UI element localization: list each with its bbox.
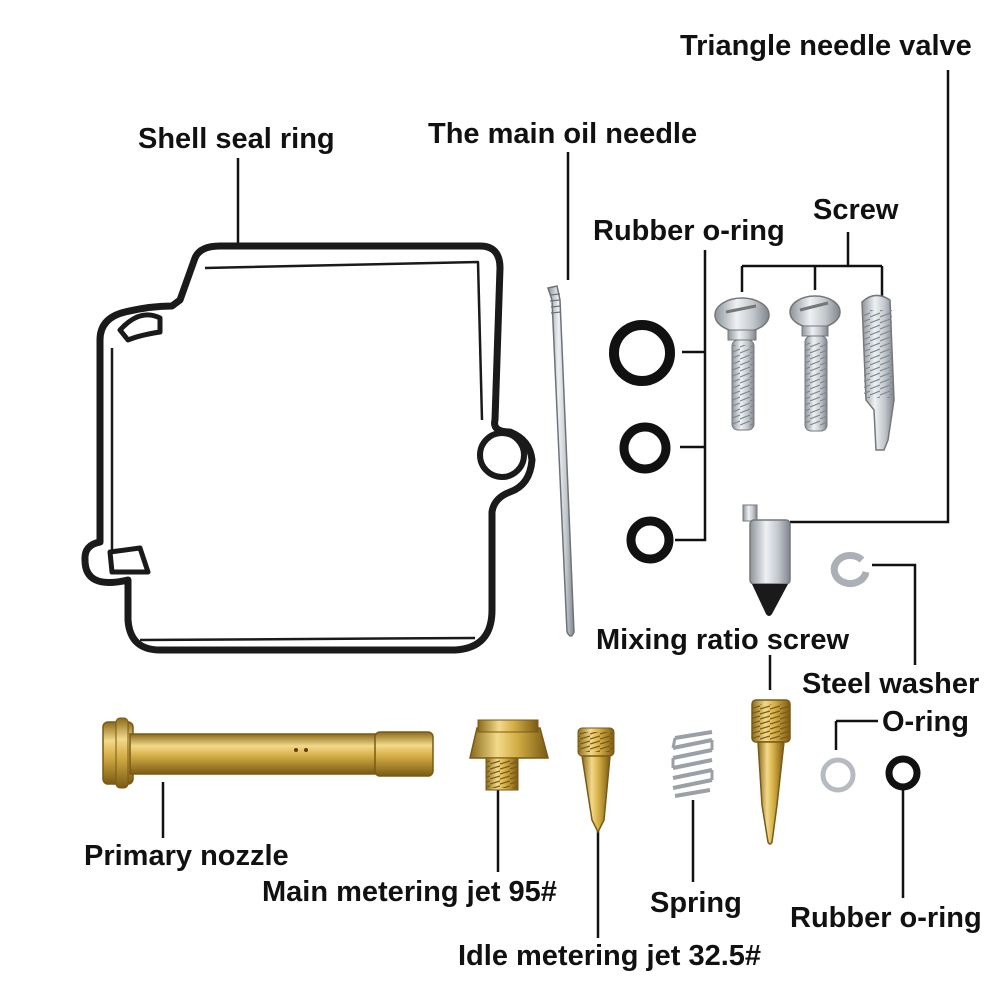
label-o-ring: O-ring	[882, 706, 969, 738]
o-rings-bottom	[820, 755, 921, 793]
leader-triangle-needle-valve	[790, 70, 950, 524]
label-primary-nozzle: Primary nozzle	[84, 840, 289, 872]
screw-1	[714, 297, 770, 431]
label-screw: Screw	[813, 194, 899, 226]
label-shell-seal-ring: Shell seal ring	[138, 123, 335, 155]
main-oil-needle-part	[547, 285, 575, 637]
mixing-ratio-screw-part	[751, 699, 791, 845]
o-ring-steel	[820, 757, 856, 793]
label-steel-washer: Steel washer	[802, 668, 980, 700]
label-rubber-o-ring-top: Rubber o-ring	[593, 215, 785, 247]
idle-metering-jet-part	[577, 727, 615, 834]
triangle-needle-valve-part	[742, 504, 791, 616]
leader-screw	[740, 232, 884, 300]
leader-rubber-o-ring	[675, 250, 707, 542]
primary-nozzle-part	[102, 717, 434, 789]
steel-washer-part	[830, 552, 870, 587]
leader-steel-washer	[872, 563, 917, 665]
label-triangle-needle-valve: Triangle needle valve	[680, 30, 972, 62]
o-ring-large	[609, 320, 675, 386]
label-main-oil-needle: The main oil needle	[428, 118, 698, 150]
screw-3	[861, 294, 895, 451]
o-ring-medium	[619, 422, 671, 474]
label-rubber-o-ring-bottom: Rubber o-ring	[790, 902, 982, 934]
label-mixing-ratio-screw: Mixing ratio screw	[596, 624, 850, 656]
label-main-metering-jet: Main metering jet 95#	[262, 876, 557, 908]
leader-lines	[161, 70, 950, 938]
screw-2	[789, 295, 841, 432]
shell-seal-ring-part	[81, 242, 536, 654]
rubber-o-rings-top	[609, 320, 675, 564]
leader-o-ring	[834, 719, 878, 750]
main-metering-jet-part	[469, 719, 549, 791]
o-ring-small	[626, 516, 674, 564]
screws-part	[714, 294, 895, 451]
rubber-o-ring-bottom-part	[885, 755, 921, 791]
label-idle-metering-jet: Idle metering jet 32.5#	[458, 940, 762, 972]
spring-part	[671, 730, 714, 798]
label-spring: Spring	[650, 887, 742, 919]
